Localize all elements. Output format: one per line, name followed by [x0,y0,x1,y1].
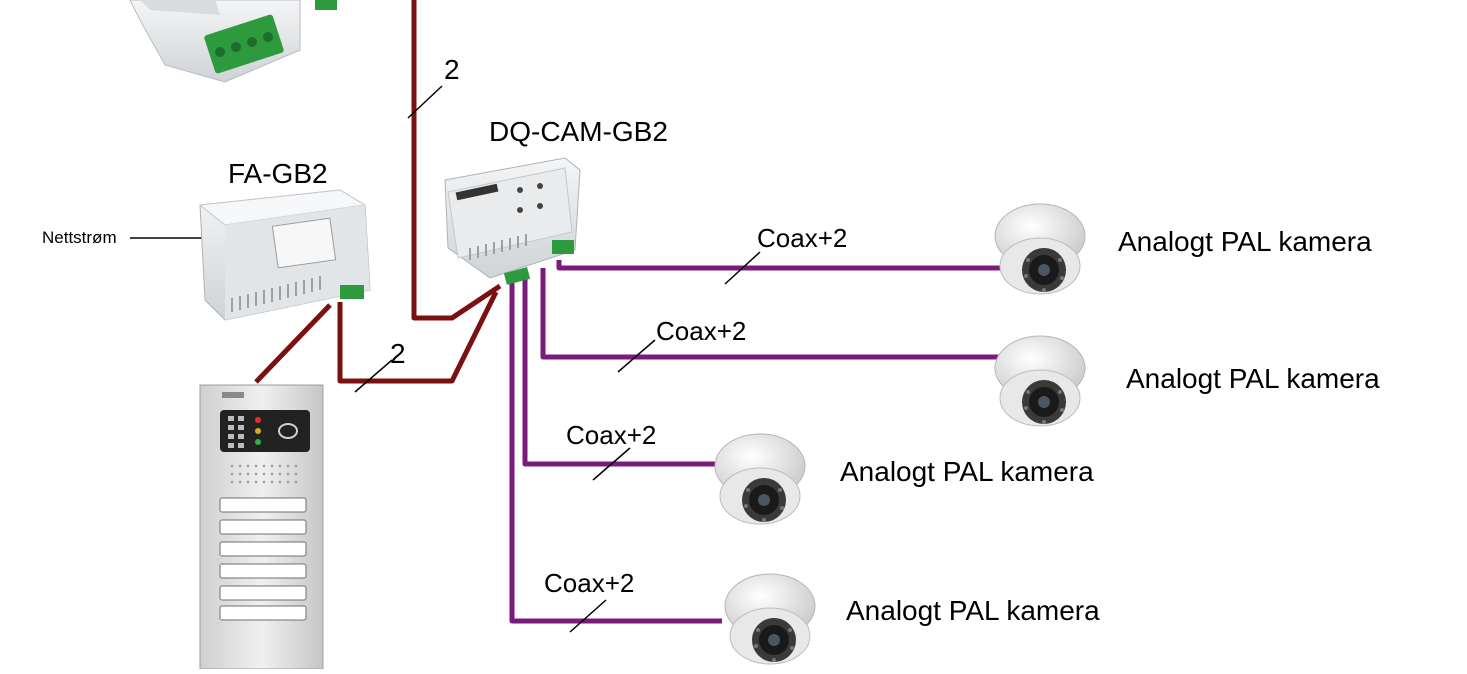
camera-name-3: Analogt PAL kamera [840,458,1094,486]
dome-camera-icon [995,204,1085,294]
coax-label-4: Coax+2 [544,570,634,596]
coax-label-2: Coax+2 [656,318,746,344]
power-supply-icon [200,190,370,320]
coax-label-1: Coax+2 [757,225,847,251]
camera-name-4: Analogt PAL kamera [846,597,1100,625]
fa-gb2-label: FA-GB2 [228,160,328,188]
coax-label-3: Coax+2 [566,422,656,448]
top-wire-count: 2 [444,56,460,84]
din-module-icon [130,0,337,82]
camera-name-1: Analogt PAL kamera [1118,228,1372,256]
mains-label: Nettstrøm [42,229,117,246]
camera-name-2: Analogt PAL kamera [1126,365,1380,393]
panel-wire-count: 2 [390,340,406,368]
dome-camera-icon [995,336,1085,426]
door-panel-icon [200,385,323,669]
dome-camera-icon [715,434,805,524]
dome-camera-icon [725,574,815,664]
dq-cam-label: DQ-CAM-GB2 [489,118,668,146]
